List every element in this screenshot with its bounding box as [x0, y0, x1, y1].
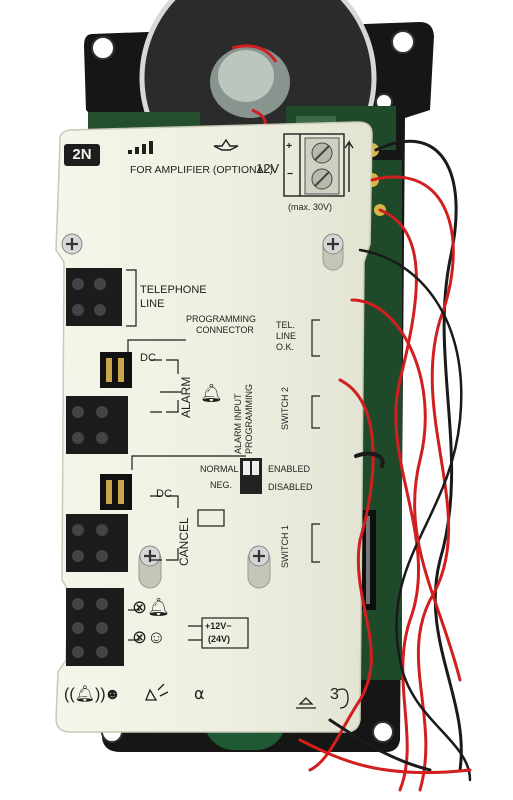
label-switch-2: SWITCH 2	[280, 386, 290, 430]
label-tel-line: LINE	[276, 331, 297, 341]
microphone-icon: ⍺	[194, 686, 205, 703]
ear-icon: 3	[330, 686, 339, 703]
speech-indicator-icon: ⊗☺︎	[132, 627, 166, 647]
screw-mid-right	[247, 545, 271, 589]
screw-mid-left	[138, 545, 162, 589]
label-programming: PROGRAMMING	[186, 314, 257, 324]
label-supply-24v: (24V)	[208, 634, 231, 644]
label-alarm-input: ALARM INPUT	[233, 393, 243, 454]
bell-indicator-icon: ⊗🔔︎	[132, 597, 170, 617]
label-telephone: TELEPHONE	[140, 284, 207, 296]
bell-icon: 🔔︎	[200, 383, 223, 403]
wire-bundle	[298, 139, 472, 792]
bell-bottom-icon: ((🔔︎))	[64, 686, 106, 703]
terminal-telephone-line	[66, 268, 122, 326]
terminal-blocks	[66, 268, 132, 666]
label-voltage: 12V	[256, 161, 280, 176]
label-neg: NEG.	[210, 480, 233, 490]
label-programming-vertical: PROGRAMMING	[244, 383, 254, 454]
label-tel-ok: O.K.	[276, 342, 295, 352]
label-supply-12v: +12V−	[205, 621, 232, 631]
terminal-cancel	[66, 514, 128, 572]
label-line: LINE	[140, 298, 165, 310]
terminal-alarm	[66, 396, 128, 454]
label-disabled: DISABLED	[268, 482, 313, 492]
label-alarm: ALARM	[179, 376, 193, 418]
label-plus: +	[286, 140, 293, 152]
label-connector: CONNECTOR	[196, 325, 254, 335]
terminal-supply	[66, 588, 124, 666]
label-dc-1: DC	[140, 352, 156, 364]
label-cancel: CANCEL	[177, 517, 191, 566]
brand-logo: 2N	[64, 144, 100, 166]
screw-top-left	[61, 233, 83, 255]
label-enabled: ENABLED	[268, 464, 311, 474]
label-amplifier: FOR AMPLIFIER (OPTIONAL)	[130, 164, 273, 176]
programming-connector-pins	[100, 352, 132, 510]
label-max-voltage: (max. 30V)	[288, 202, 333, 212]
label-normal: NORMAL	[200, 464, 239, 474]
label-minus: −	[287, 168, 294, 180]
speaking-head-icon: ☻	[104, 686, 121, 703]
label-switch-1: SWITCH 1	[280, 524, 290, 568]
screw-top-right	[322, 233, 344, 271]
label-panel	[55, 121, 373, 733]
label-dc-2: DC	[156, 488, 172, 500]
label-tel: TEL.	[276, 320, 296, 330]
